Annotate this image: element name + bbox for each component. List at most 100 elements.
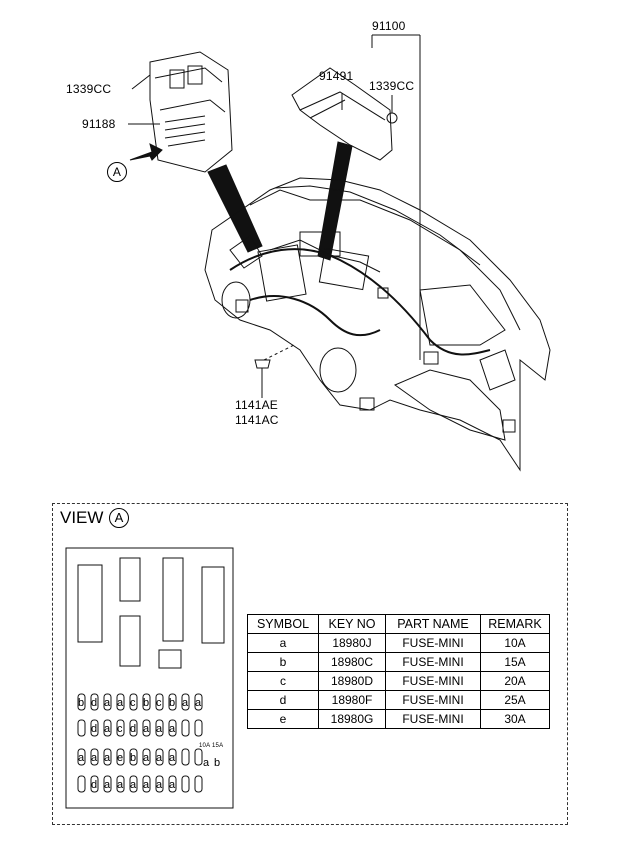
fuse-slot <box>129 693 138 711</box>
fuse-slot-label: a <box>169 723 176 735</box>
cell-part-name: FUSE-MINI <box>385 709 481 729</box>
table-row: c 18980D FUSE-MINI 20A <box>247 671 550 691</box>
cell-key-no: 18980D <box>318 671 386 691</box>
fuse-slot <box>103 748 112 766</box>
fuse-slot <box>116 693 125 711</box>
fuse-slot-label: c <box>156 697 162 709</box>
cell-key-no: 18980G <box>318 709 386 729</box>
junction-box-drawing <box>149 51 233 173</box>
cell-key-no: 18980C <box>318 652 386 672</box>
fuse-slot <box>194 748 203 766</box>
fuse-slot <box>155 748 164 766</box>
cell-symbol: a <box>247 633 319 653</box>
label-1339cc-left: 1339CC <box>66 82 112 96</box>
fuse-slot <box>168 693 177 711</box>
fuse-slot <box>142 775 151 793</box>
fuse-slot <box>116 775 125 793</box>
table-row: e 18980G FUSE-MINI 30A <box>247 709 550 729</box>
cell-part-name: FUSE-MINI <box>385 652 481 672</box>
fuse-slot <box>142 719 151 737</box>
fuse-table-header-row: SYMBOL KEY NO PART NAME REMARK <box>247 614 550 634</box>
cell-key-no: 18980F <box>318 690 386 710</box>
fuse-slot <box>181 748 190 766</box>
fuse-slot <box>181 775 190 793</box>
fuse-slot <box>168 775 177 793</box>
fuse-slot <box>181 693 190 711</box>
label-1339cc-right: 1339CC <box>369 79 415 93</box>
cell-symbol: e <box>247 709 319 729</box>
cell-remark: 25A <box>480 690 550 710</box>
fuse-slot <box>181 719 190 737</box>
fuse-slot <box>142 693 151 711</box>
header-remark: REMARK <box>480 614 550 634</box>
fuse-slot-label: a <box>182 697 189 709</box>
fuse-slot-label: d <box>91 697 98 709</box>
fuse-slot <box>90 775 99 793</box>
fuse-slot-label: a <box>78 752 85 764</box>
fuse-slot <box>129 775 138 793</box>
cell-symbol: d <box>247 690 319 710</box>
fuse-slot <box>77 719 86 737</box>
cell-remark: 10A <box>480 633 550 653</box>
fuse-slot-label: d <box>91 723 98 735</box>
cell-part-name: FUSE-MINI <box>385 633 481 653</box>
header-key-no: KEY NO <box>318 614 386 634</box>
header-part-name: PART NAME <box>385 614 481 634</box>
fuse-slot <box>194 693 203 711</box>
header-symbol: SYMBOL <box>247 614 319 634</box>
fuse-slot-label: a <box>143 779 150 791</box>
fuse-slot <box>194 719 203 737</box>
cell-part-name: FUSE-MINI <box>385 690 481 710</box>
fuse-slot <box>103 719 112 737</box>
label-1141ae: 1141AE <box>235 398 279 412</box>
fuse-slot <box>155 775 164 793</box>
fuse-slot <box>142 748 151 766</box>
fuse-slot-label: a <box>104 697 111 709</box>
fuse-slot <box>116 748 125 766</box>
label-91188: 91188 <box>82 117 116 131</box>
view-a-marker: A <box>107 162 127 182</box>
screw-drawing <box>254 359 271 369</box>
fuse-table: SYMBOL KEY NO PART NAME REMARK a 18980J … <box>247 614 550 729</box>
fuse-slot <box>77 775 86 793</box>
label-91100: 91100 <box>372 19 406 33</box>
fuse-slot-label: d <box>130 723 137 735</box>
fuse-slot-label: a <box>104 723 111 735</box>
fuse-slot-label: a <box>143 723 150 735</box>
fuse-slot <box>103 775 112 793</box>
cell-symbol: b <box>247 652 319 672</box>
small-amp-label: 10A <box>199 743 211 749</box>
side-fuse-label: a <box>203 757 210 769</box>
fuse-slot-label: a <box>130 779 137 791</box>
fuse-slot-label: b <box>78 697 85 709</box>
view-a-box <box>52 503 568 825</box>
fuse-slot <box>155 693 164 711</box>
fuse-slot-label: a <box>143 752 150 764</box>
fuse-slot <box>194 775 203 793</box>
fuse-slot <box>90 719 99 737</box>
fuse-slot-label: a <box>91 752 98 764</box>
fuse-slot-label: b <box>169 697 176 709</box>
view-title: VIEW <box>60 508 104 527</box>
label-91491: 91491 <box>319 69 354 83</box>
fuse-slot <box>90 693 99 711</box>
fuse-slot-label: a <box>156 723 163 735</box>
fuse-slot-label: a <box>156 779 163 791</box>
cell-remark: 20A <box>480 671 550 691</box>
fuse-slot <box>168 719 177 737</box>
fuse-slot <box>129 748 138 766</box>
table-row: d 18980F FUSE-MINI 25A <box>247 690 550 710</box>
label-1141ac: 1141AC <box>235 413 279 427</box>
fuse-slot <box>116 719 125 737</box>
cell-remark: 15A <box>480 652 550 672</box>
fuse-slot-label: a <box>169 779 176 791</box>
dashboard-drawing <box>204 177 551 472</box>
cell-symbol: c <box>247 671 319 691</box>
fuse-slot-label: a <box>195 697 202 709</box>
cell-key-no: 18980J <box>318 633 386 653</box>
fuse-slot-label: a <box>117 779 124 791</box>
cell-remark: 30A <box>480 709 550 729</box>
fuse-slot-label: e <box>117 752 124 764</box>
fuse-slot <box>77 693 86 711</box>
